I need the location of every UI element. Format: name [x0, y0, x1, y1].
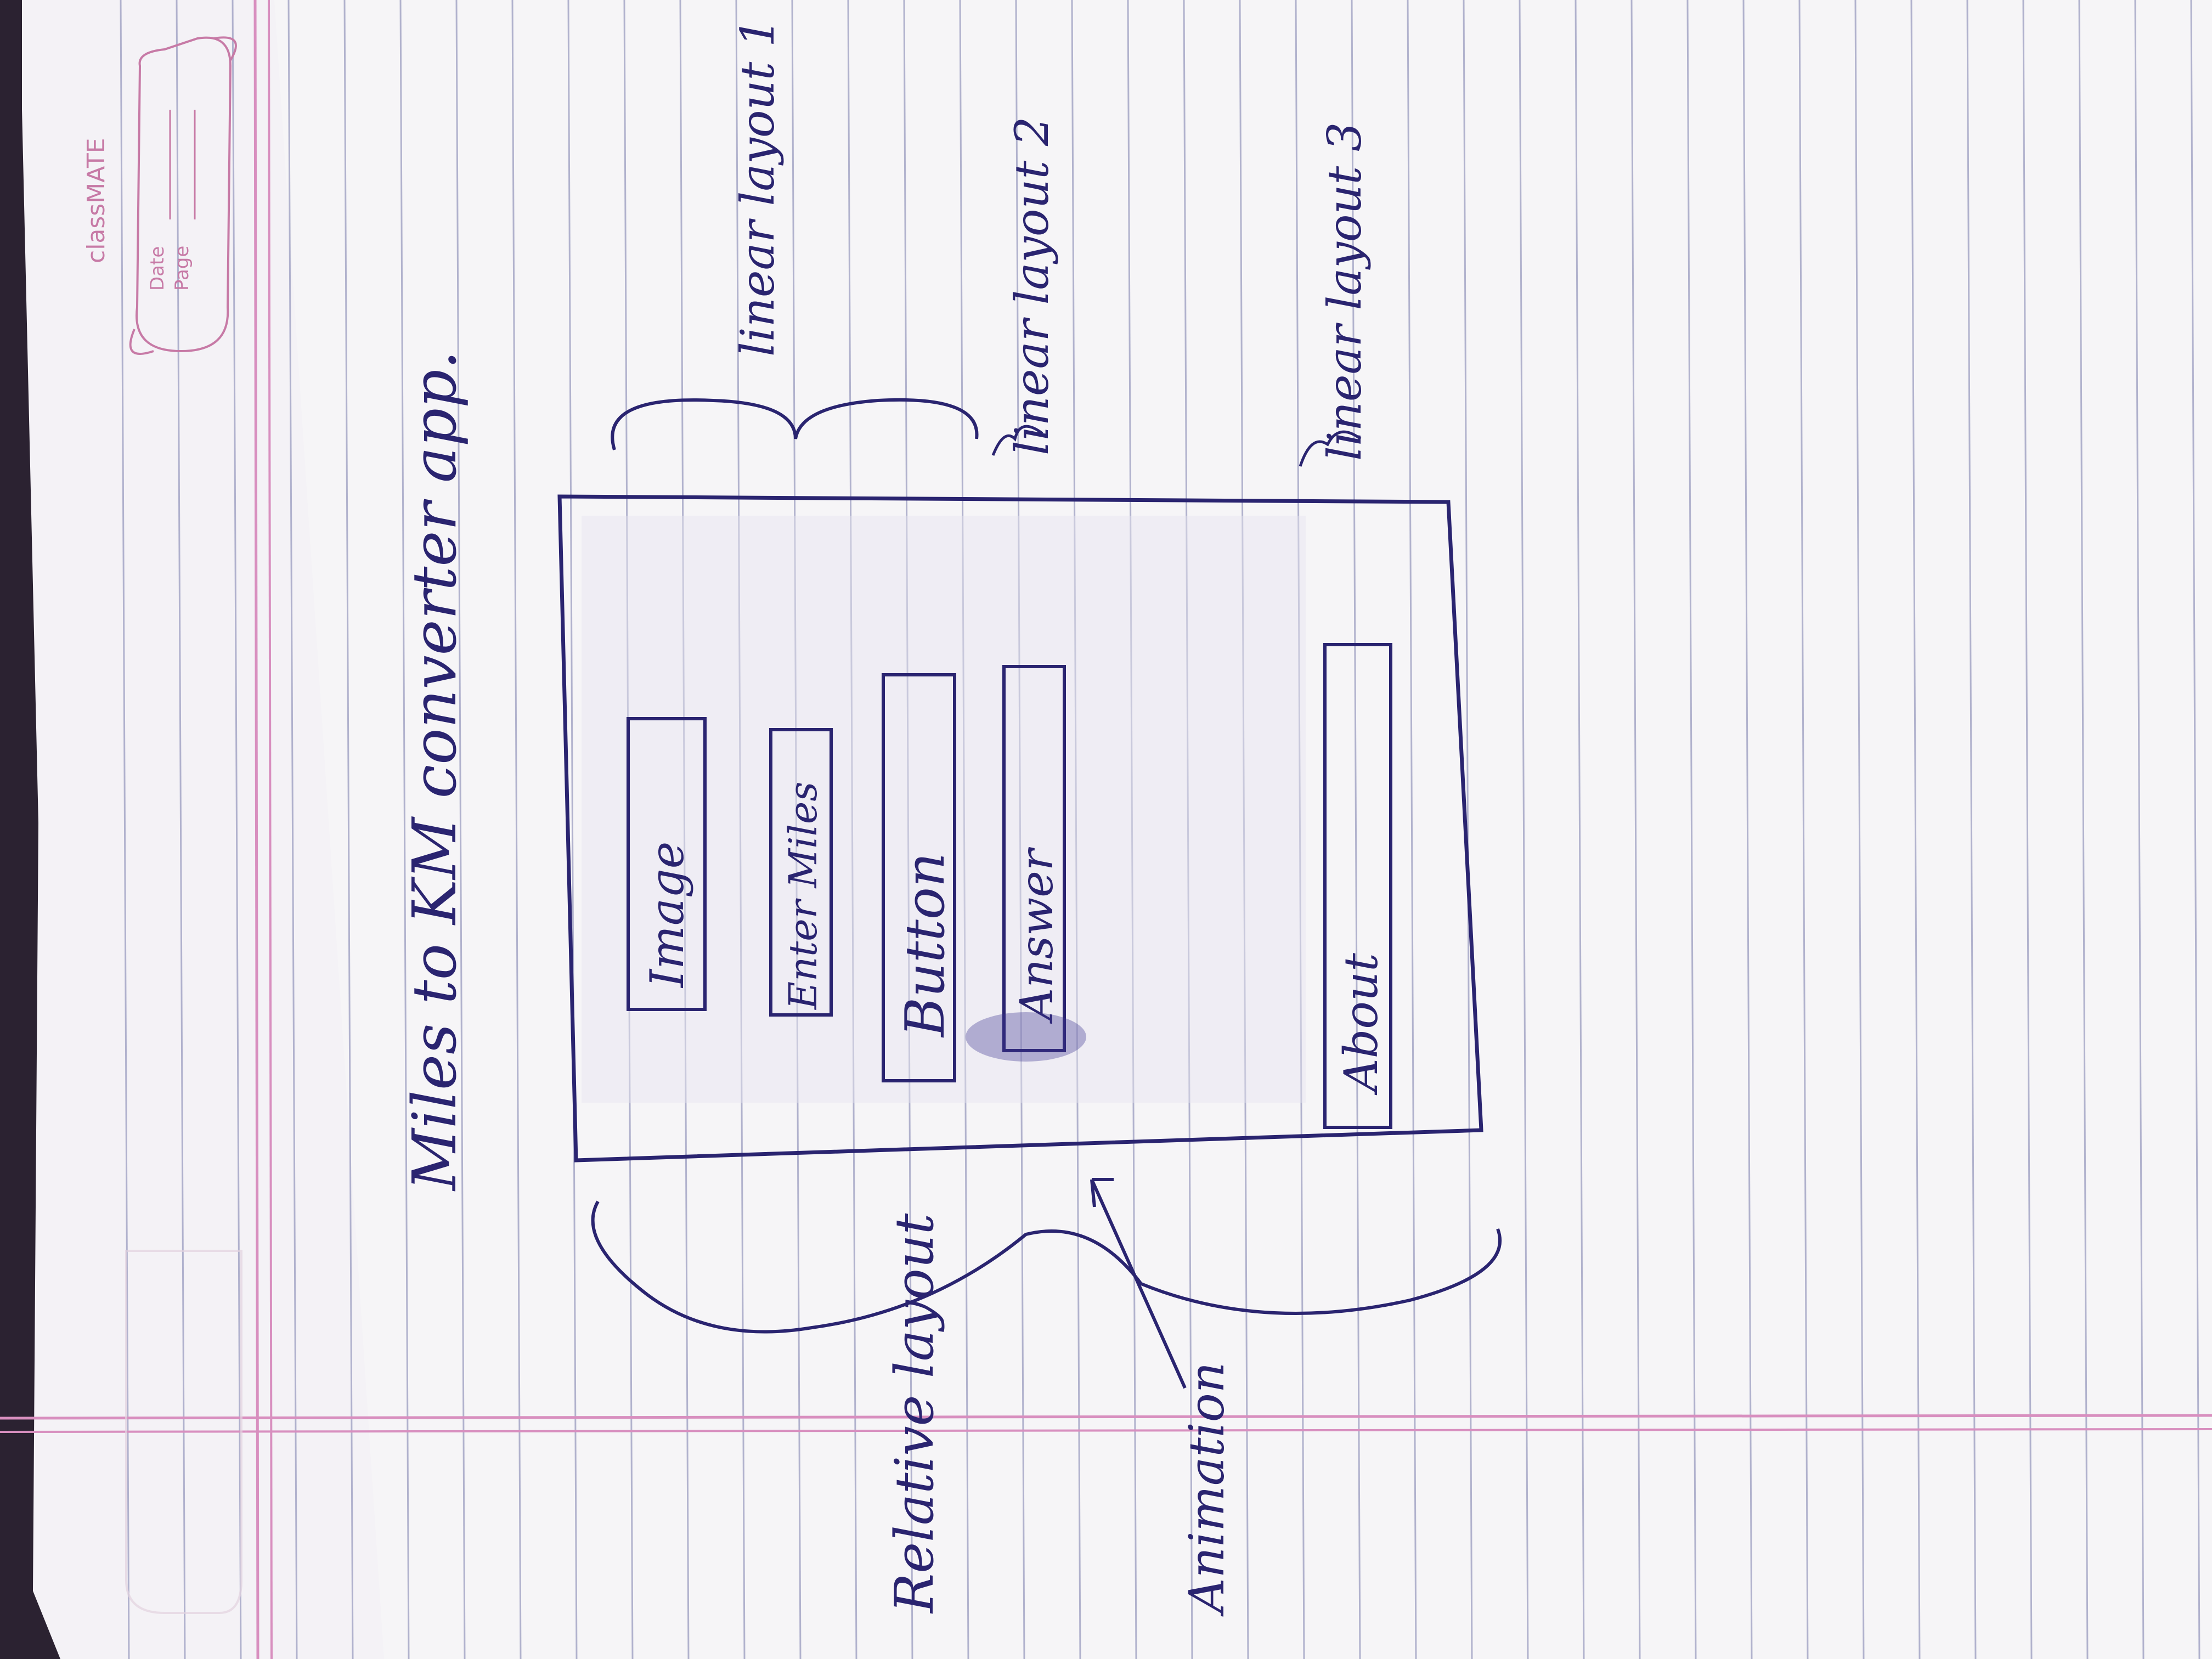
rule-line: [959, 0, 969, 1659]
rule-line: [903, 0, 913, 1659]
rule-line: [2190, 0, 2200, 1659]
button-box: Button: [882, 673, 957, 1082]
rule-line: [1966, 0, 1977, 1659]
brace-linear-layout-1: [611, 398, 979, 450]
rule-line: [847, 0, 857, 1659]
rule-line: [343, 0, 354, 1659]
rule-line: [2078, 0, 2089, 1659]
page-label: Page: [171, 246, 193, 291]
rule-line: [176, 0, 186, 1659]
annotation-linear-layout-2: linear layout 2: [1005, 117, 1059, 455]
rule-line: [287, 0, 298, 1659]
animation-arrow: [1090, 1178, 1187, 1389]
brace-linear-layout-3: [1299, 430, 1362, 467]
rule-line: [791, 0, 802, 1659]
rule-lines: [120, 0, 2200, 1659]
rule-line: [1630, 0, 1641, 1659]
rule-line: [1183, 0, 1193, 1659]
rule-line: [1071, 0, 1081, 1659]
rule-line: [1575, 0, 1585, 1659]
about-box: About: [1323, 643, 1392, 1129]
rule-line: [1015, 0, 1025, 1659]
about-box-label: About: [1334, 953, 1388, 1096]
ink-smudge: [966, 1012, 1086, 1062]
rule-line: [455, 0, 466, 1659]
rule-line: [1854, 0, 1865, 1659]
rule-line: [1742, 0, 1753, 1659]
rule-line: [679, 0, 690, 1659]
rule-line: [120, 0, 130, 1659]
brand-logo-text: classMATE: [82, 138, 110, 263]
image-box-label: Image: [640, 842, 694, 989]
rule-line: [1686, 0, 1697, 1659]
answer-box-label: Answer: [1011, 847, 1063, 1024]
rule-line: [1407, 0, 1417, 1659]
rule-line: [1910, 0, 1921, 1659]
brace-relative-layout: [591, 1200, 1502, 1334]
app-frame: [557, 494, 1483, 1163]
rule-line: [1463, 0, 1473, 1659]
enter-miles-box: Enter Miles: [769, 728, 833, 1017]
rule-line: [567, 0, 578, 1659]
rule-line: [1798, 0, 1809, 1659]
answer-box: Answer: [966, 665, 1086, 1062]
rule-line: [735, 0, 746, 1659]
rule-line: [1295, 0, 1305, 1659]
rule-line: [399, 0, 410, 1659]
ghost-stamp: [125, 1250, 242, 1614]
button-box-label: Button: [894, 853, 957, 1038]
sketch-title: Miles to KM converter app.: [399, 351, 470, 1192]
enter-miles-label: Enter Miles: [781, 782, 826, 1011]
image-box: Image: [627, 717, 707, 1011]
rule-line: [1351, 0, 1361, 1659]
date-label: Date: [146, 246, 168, 291]
brace-linear-layout-2: [991, 425, 1043, 456]
rule-line: [232, 0, 242, 1659]
rule-line: [511, 0, 522, 1659]
annotation-animation: Animation: [1178, 1362, 1235, 1617]
rule-line: [1519, 0, 1529, 1659]
annotation-linear-layout-3: linear layout 3: [1318, 122, 1372, 461]
frame-shading: [582, 516, 1306, 1103]
rule-line: [2134, 0, 2145, 1659]
rule-line: [1127, 0, 1137, 1659]
annotation-linear-layout-1: linear layout 1: [731, 18, 785, 357]
rule-line: [2022, 0, 2033, 1659]
date-page-stamp: classMATE Date Page: [82, 36, 237, 355]
rule-line: [1239, 0, 1249, 1659]
annotation-relative-layout: Relative layout: [884, 1213, 945, 1614]
